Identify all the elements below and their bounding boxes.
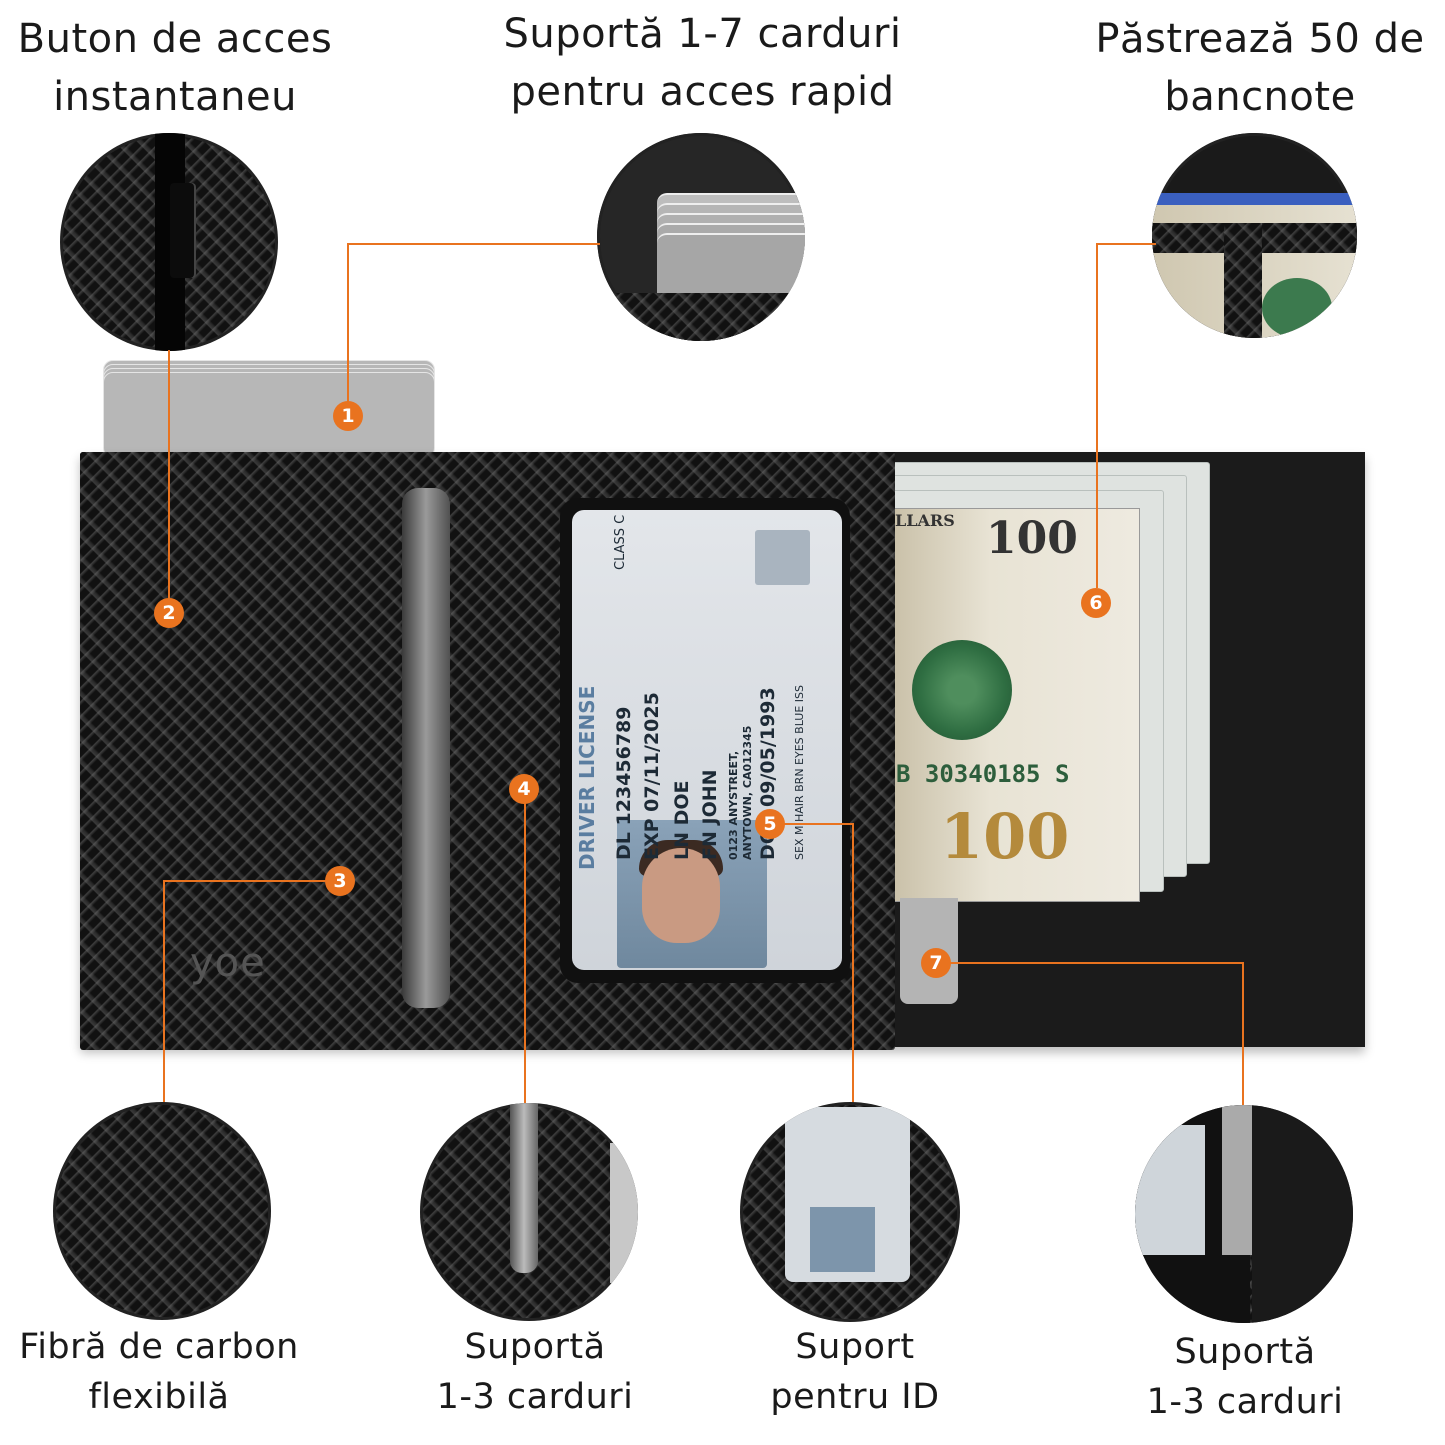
- label-line: 1-3 carduri: [1146, 1382, 1344, 1422]
- marker-3: 3: [325, 866, 355, 896]
- banknote-serial: B 30340185 S: [896, 760, 1070, 788]
- label-line: Suport: [795, 1327, 915, 1367]
- marker-4: 4: [509, 774, 539, 804]
- rear-dark-area: [1252, 1105, 1353, 1323]
- id-thumbnail-photo: [755, 530, 810, 585]
- label-id-holder: Suport pentru ID: [730, 1322, 980, 1422]
- leader-line-7: [950, 962, 1243, 964]
- treasury-seal-icon: [912, 640, 1012, 740]
- leader-line-3: [163, 880, 165, 1105]
- carbon-fiber-closeup: [53, 1102, 271, 1320]
- marker-5: 5: [755, 809, 785, 839]
- label-carbon-fiber: Fibră de carbon flexibilă: [0, 1322, 318, 1422]
- rear-card-id: [1135, 1125, 1205, 1255]
- leader-line-6: [1096, 243, 1156, 245]
- label-instant-access-button: Buton de acces instantaneu: [0, 10, 350, 126]
- card-slot: [402, 488, 450, 1008]
- label-banknotes: Păstrează 50 de bancnote: [1075, 10, 1445, 126]
- banknote-denomination-bottom: 100: [940, 800, 1070, 873]
- leader-line-6: [1096, 243, 1098, 588]
- id-ln: LN DOE: [671, 780, 693, 860]
- wallet-card-stack: [103, 360, 435, 458]
- carbon-strip-vertical: [1224, 223, 1262, 338]
- marker-1: 1: [333, 401, 363, 431]
- id-holder-closeup: [740, 1102, 960, 1322]
- label-cards-1-3-b: Suportă 1-3 carduri: [1120, 1327, 1370, 1427]
- carbon-edge: [597, 293, 805, 341]
- marker-7: 7: [921, 948, 951, 978]
- leader-line-3: [163, 880, 326, 882]
- label-line: flexibilă: [88, 1377, 230, 1417]
- id-address2: ANYTOWN, CA012345: [741, 725, 754, 860]
- instant-button-closeup: [60, 133, 278, 351]
- label-line: instantaneu: [53, 74, 297, 120]
- card-edge: [510, 1103, 538, 1273]
- label-line: bancnote: [1164, 74, 1356, 120]
- leader-line-4: [524, 803, 526, 1105]
- label-line: pentru acces rapid: [510, 69, 895, 115]
- label-line: Suportă: [464, 1327, 606, 1367]
- label-line: Păstrează 50 de: [1095, 16, 1425, 62]
- id-photo-mini: [810, 1207, 875, 1272]
- leader-line-7: [1242, 962, 1244, 1107]
- leader-line-2: [168, 350, 170, 600]
- banknote-blue-band: [1152, 193, 1357, 205]
- card-stack-closeup: [597, 133, 805, 341]
- rear-slot-closeup: [1135, 1105, 1353, 1323]
- label-line: pentru ID: [770, 1377, 940, 1417]
- banknote-closeup: [1152, 133, 1357, 338]
- banknote-header: LLARS: [895, 511, 955, 530]
- leader-line-1: [347, 243, 600, 245]
- id-address1: 0123 ANYSTREET,: [727, 750, 740, 860]
- id-title: DRIVER LICENSE: [575, 685, 599, 870]
- label-line: Suportă: [1174, 1332, 1316, 1372]
- id-photo: [617, 820, 767, 968]
- label-cards-1-7: Suportă 1-7 carduri pentru acces rapid: [470, 5, 935, 121]
- label-line: Suportă 1-7 carduri: [503, 11, 902, 57]
- label-cards-1-3-a: Suportă 1-3 carduri: [410, 1322, 660, 1422]
- marker-6: 6: [1081, 588, 1111, 618]
- label-line: Fibră de carbon: [19, 1327, 299, 1367]
- id-class: CLASS C: [613, 514, 628, 570]
- rear-card-tab: [1222, 1105, 1252, 1255]
- card-edge-right: [610, 1143, 638, 1283]
- label-line: Buton de acces: [17, 16, 333, 62]
- label-line: 1-3 carduri: [436, 1377, 634, 1417]
- leader-line-5: [783, 823, 853, 825]
- card-slot-closeup: [420, 1103, 638, 1321]
- id-exp: EXP 07/11/2025: [641, 692, 663, 860]
- id-card-text: DRIVER LICENSE CLASS C DL 123456789 EXP …: [575, 515, 835, 870]
- card-stack-detail: [657, 193, 805, 315]
- banknote-denomination-top: 100: [986, 513, 1078, 564]
- leader-line-1: [347, 243, 349, 403]
- id-dl: DL 123456789: [613, 706, 635, 860]
- seal-icon: [1262, 278, 1332, 338]
- id-meta: SEX M HAIR BRN EYES BLUE ISS: [793, 685, 806, 860]
- button-notch: [170, 183, 194, 278]
- id-fn: FN JOHN: [699, 769, 721, 860]
- brand-logo: yoe: [190, 940, 266, 986]
- leader-line-5: [852, 823, 854, 1105]
- marker-2: 2: [154, 598, 184, 628]
